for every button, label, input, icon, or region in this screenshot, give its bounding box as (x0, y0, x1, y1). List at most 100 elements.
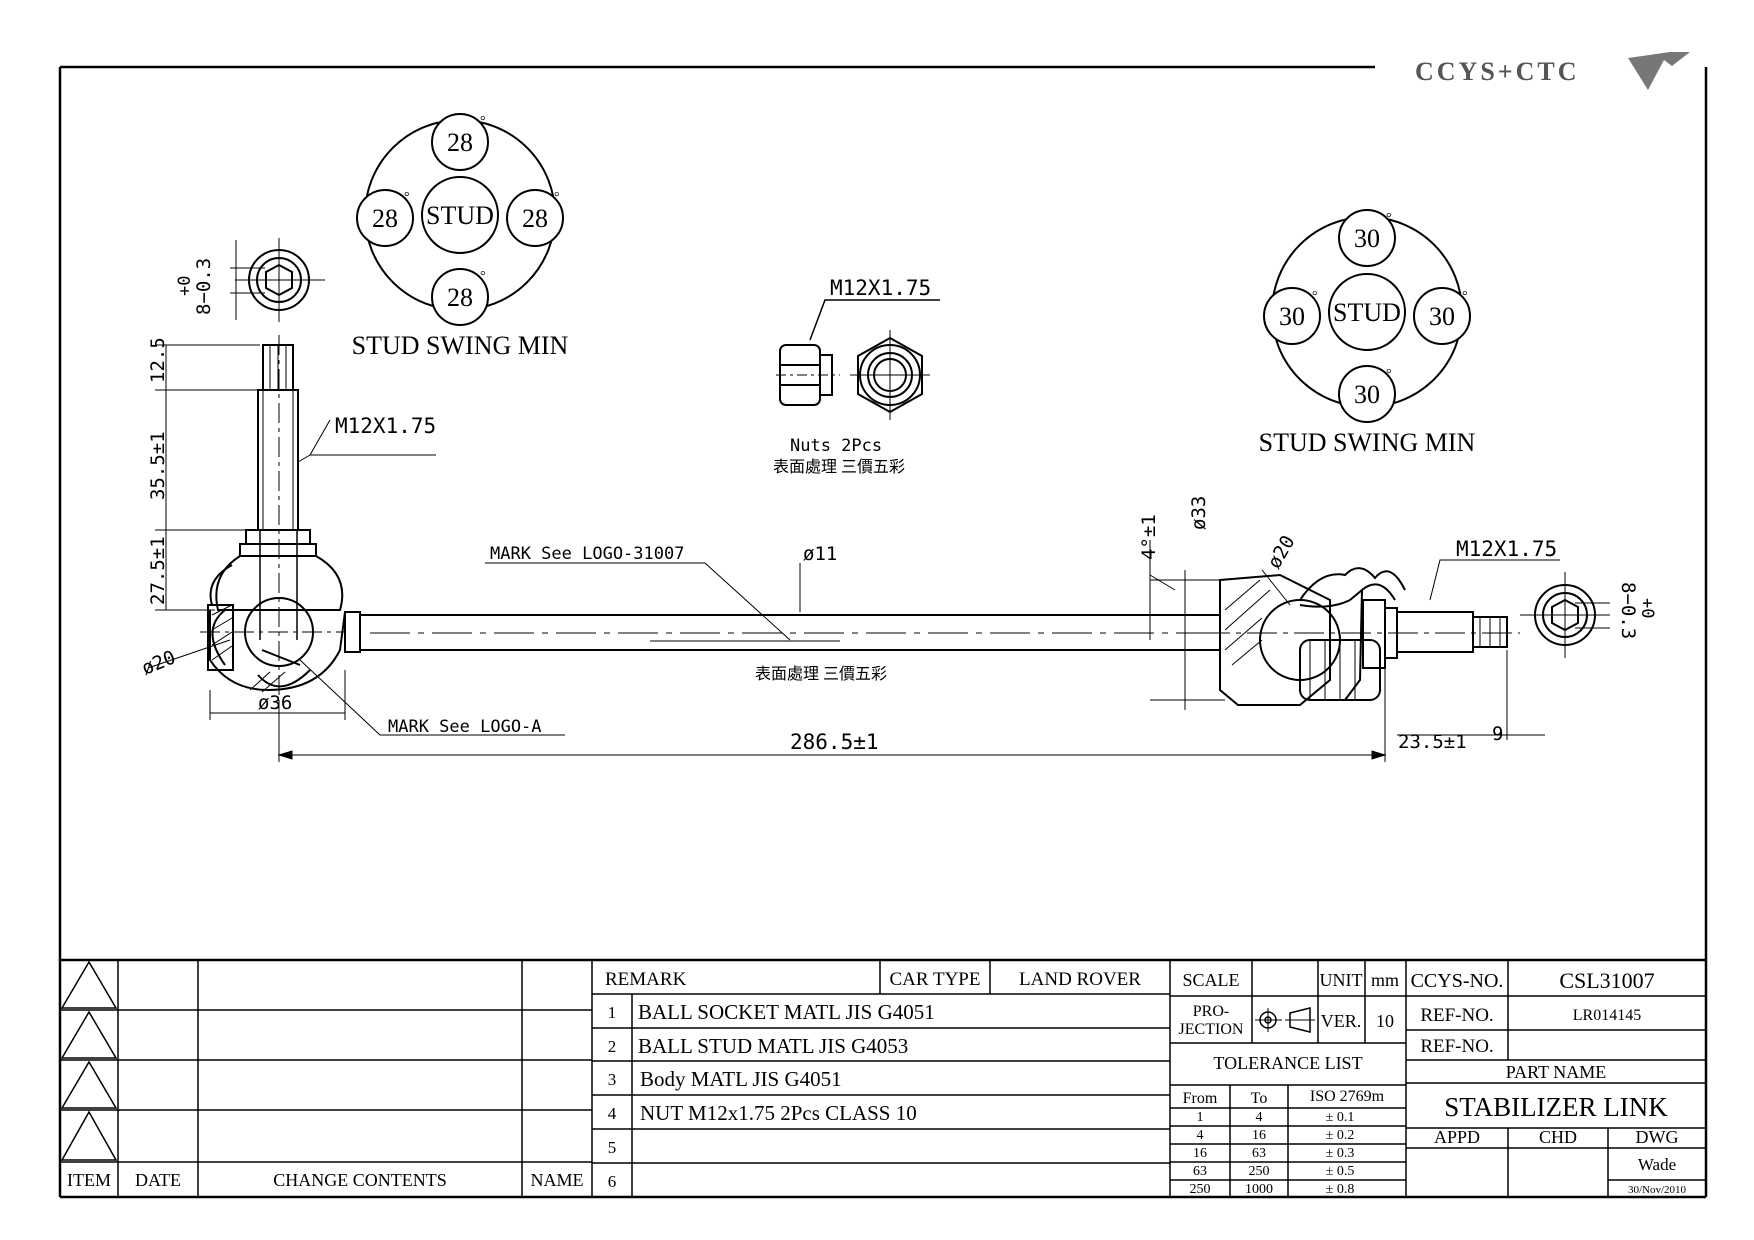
left-ball-joint (200, 335, 346, 700)
right-end-view (1520, 572, 1610, 658)
chd-label: CHD (1539, 1127, 1577, 1147)
mark-rod-label: MARK See LOGO-31007 (490, 544, 684, 564)
car-type-label: CAR TYPE (890, 969, 981, 990)
company-logo: CCYS+CTC (1415, 52, 1690, 90)
swing-left-label: STUD SWING MIN (352, 331, 569, 360)
swing-left-bottom: 28 (447, 283, 473, 312)
left-hex-tol-top: +0 (175, 276, 195, 296)
ccys-no-label: CCYS-NO. (1411, 970, 1504, 992)
swing-right-center: STUD (1333, 298, 1401, 327)
tol-value: ± 0.8 (1326, 1182, 1355, 1197)
remark-text: BALL STUD MATL JIS G4053 (638, 1034, 908, 1058)
swing-right-bottom: 30 (1354, 380, 1380, 409)
ref-no-label-2: REF-NO. (1420, 1036, 1493, 1057)
tol-to: 1000 (1245, 1182, 1273, 1197)
rev-header-change: CHANGE CONTENTS (273, 1170, 447, 1190)
logo-text: CCYS+CTC (1415, 57, 1580, 86)
tol-from: 250 (1190, 1182, 1211, 1197)
swing-right-top: 30 (1354, 224, 1380, 253)
remark-text: BALL SOCKET MATL JIS G4051 (638, 1000, 935, 1024)
tol-header-iso: ISO 2769m (1310, 1088, 1385, 1105)
svg-text:°: ° (1462, 289, 1468, 304)
remark-no: 1 (608, 1003, 617, 1022)
remark-text: Body MATL JIS G4051 (640, 1067, 842, 1091)
svg-text:°: ° (1386, 367, 1392, 382)
remarks-table (592, 960, 1171, 1197)
remarks-title: REMARK (605, 969, 687, 990)
svg-text:°: ° (480, 114, 486, 129)
swing-left-left: 28 (372, 204, 398, 233)
swing-right-right: 30 (1429, 302, 1455, 331)
swing-left-center: STUD (426, 201, 494, 230)
ver-value: 10 (1376, 1011, 1394, 1031)
dim-stud-len: 35.5±1 (147, 431, 169, 500)
part-name-label: PART NAME (1506, 1062, 1606, 1082)
dim-housing: 27.5±1 (147, 536, 169, 605)
dim-stud-right: 23.5±1 (1398, 731, 1467, 753)
right-hex-tol-top: +0 (1637, 598, 1657, 618)
dim-thread-left: M12X1.75 (335, 414, 436, 438)
dim-body-dia: ø33 (1188, 496, 1210, 530)
remark-no: 2 (608, 1037, 617, 1056)
rev-header-item: ITEM (67, 1170, 111, 1190)
dwg-label: DWG (1636, 1127, 1679, 1147)
ccys-no-value: CSL31007 (1559, 968, 1654, 993)
remark-no: 5 (608, 1138, 617, 1157)
svg-text:°: ° (1386, 211, 1392, 226)
right-hex-tol-bottom: 8−0.3 (1617, 582, 1639, 639)
tol-to: 250 (1249, 1164, 1270, 1179)
swing-diagram-left (356, 113, 564, 326)
swing-left-top: 28 (447, 128, 473, 157)
scale-label: SCALE (1182, 970, 1239, 990)
left-dimensions (147, 344, 565, 736)
nut-detail (776, 299, 940, 420)
dim-thread-right: M12X1.75 (1456, 537, 1557, 561)
rev-header-name: NAME (531, 1170, 584, 1190)
tol-to: 4 (1256, 1110, 1263, 1125)
swing-left-right: 28 (522, 204, 548, 233)
car-type-value: LAND ROVER (1019, 969, 1141, 990)
tol-header-to: To (1251, 1090, 1268, 1107)
tol-to: 63 (1252, 1146, 1266, 1161)
ref-no-value: LR014145 (1573, 1007, 1641, 1024)
remark-no: 6 (608, 1172, 617, 1191)
svg-text:°: ° (404, 190, 410, 205)
swing-right-label: STUD SWING MIN (1259, 428, 1476, 457)
revision-table (60, 960, 593, 1197)
drawn-by: Wade (1638, 1155, 1676, 1174)
swing-diagram-right (1263, 209, 1471, 423)
unit-label: UNIT (1320, 970, 1363, 990)
nut-qty-label: Nuts 2Pcs (790, 436, 882, 456)
title-block (1406, 960, 1706, 1197)
left-end-view (230, 238, 325, 322)
tol-from: 4 (1197, 1128, 1204, 1143)
dim-angle: 4°±1 (1138, 514, 1160, 560)
drawing-date: 30/Nov/2010 (1628, 1184, 1687, 1196)
svg-text:°: ° (554, 190, 560, 205)
nut-finish-label: 表面處理 三價五彩 (773, 458, 905, 476)
rev-header-date: DATE (135, 1170, 181, 1190)
dim-stud-tip-right: 9 (1492, 723, 1503, 745)
swing-right-left: 30 (1279, 302, 1305, 331)
rod-finish-label: 表面處理 三價五彩 (755, 665, 887, 683)
logo-mark-icon (1628, 52, 1690, 90)
tol-value: ± 0.5 (1326, 1164, 1355, 1179)
right-ball-joint (1200, 567, 1520, 706)
ver-label: VER. (1321, 1011, 1362, 1031)
tolerance-title: TOLERANCE LIST (1213, 1053, 1362, 1073)
dim-ball-dia-right: ø20 (1263, 532, 1299, 573)
tol-header-from: From (1183, 1090, 1218, 1107)
projection-label-2: JECTION (1179, 1021, 1244, 1038)
tol-from: 16 (1193, 1146, 1207, 1161)
rod (344, 611, 1220, 653)
tol-to: 16 (1252, 1128, 1266, 1143)
part-name-value: STABILIZER LINK (1444, 1092, 1668, 1122)
svg-text:°: ° (1312, 289, 1318, 304)
tol-value: ± 0.2 (1326, 1128, 1355, 1143)
unit-value: mm (1371, 970, 1399, 990)
right-dimensions (1149, 540, 1560, 740)
tol-from: 1 (1197, 1110, 1204, 1125)
nut-thread-label: M12X1.75 (830, 276, 931, 300)
remark-no: 4 (608, 1104, 617, 1123)
